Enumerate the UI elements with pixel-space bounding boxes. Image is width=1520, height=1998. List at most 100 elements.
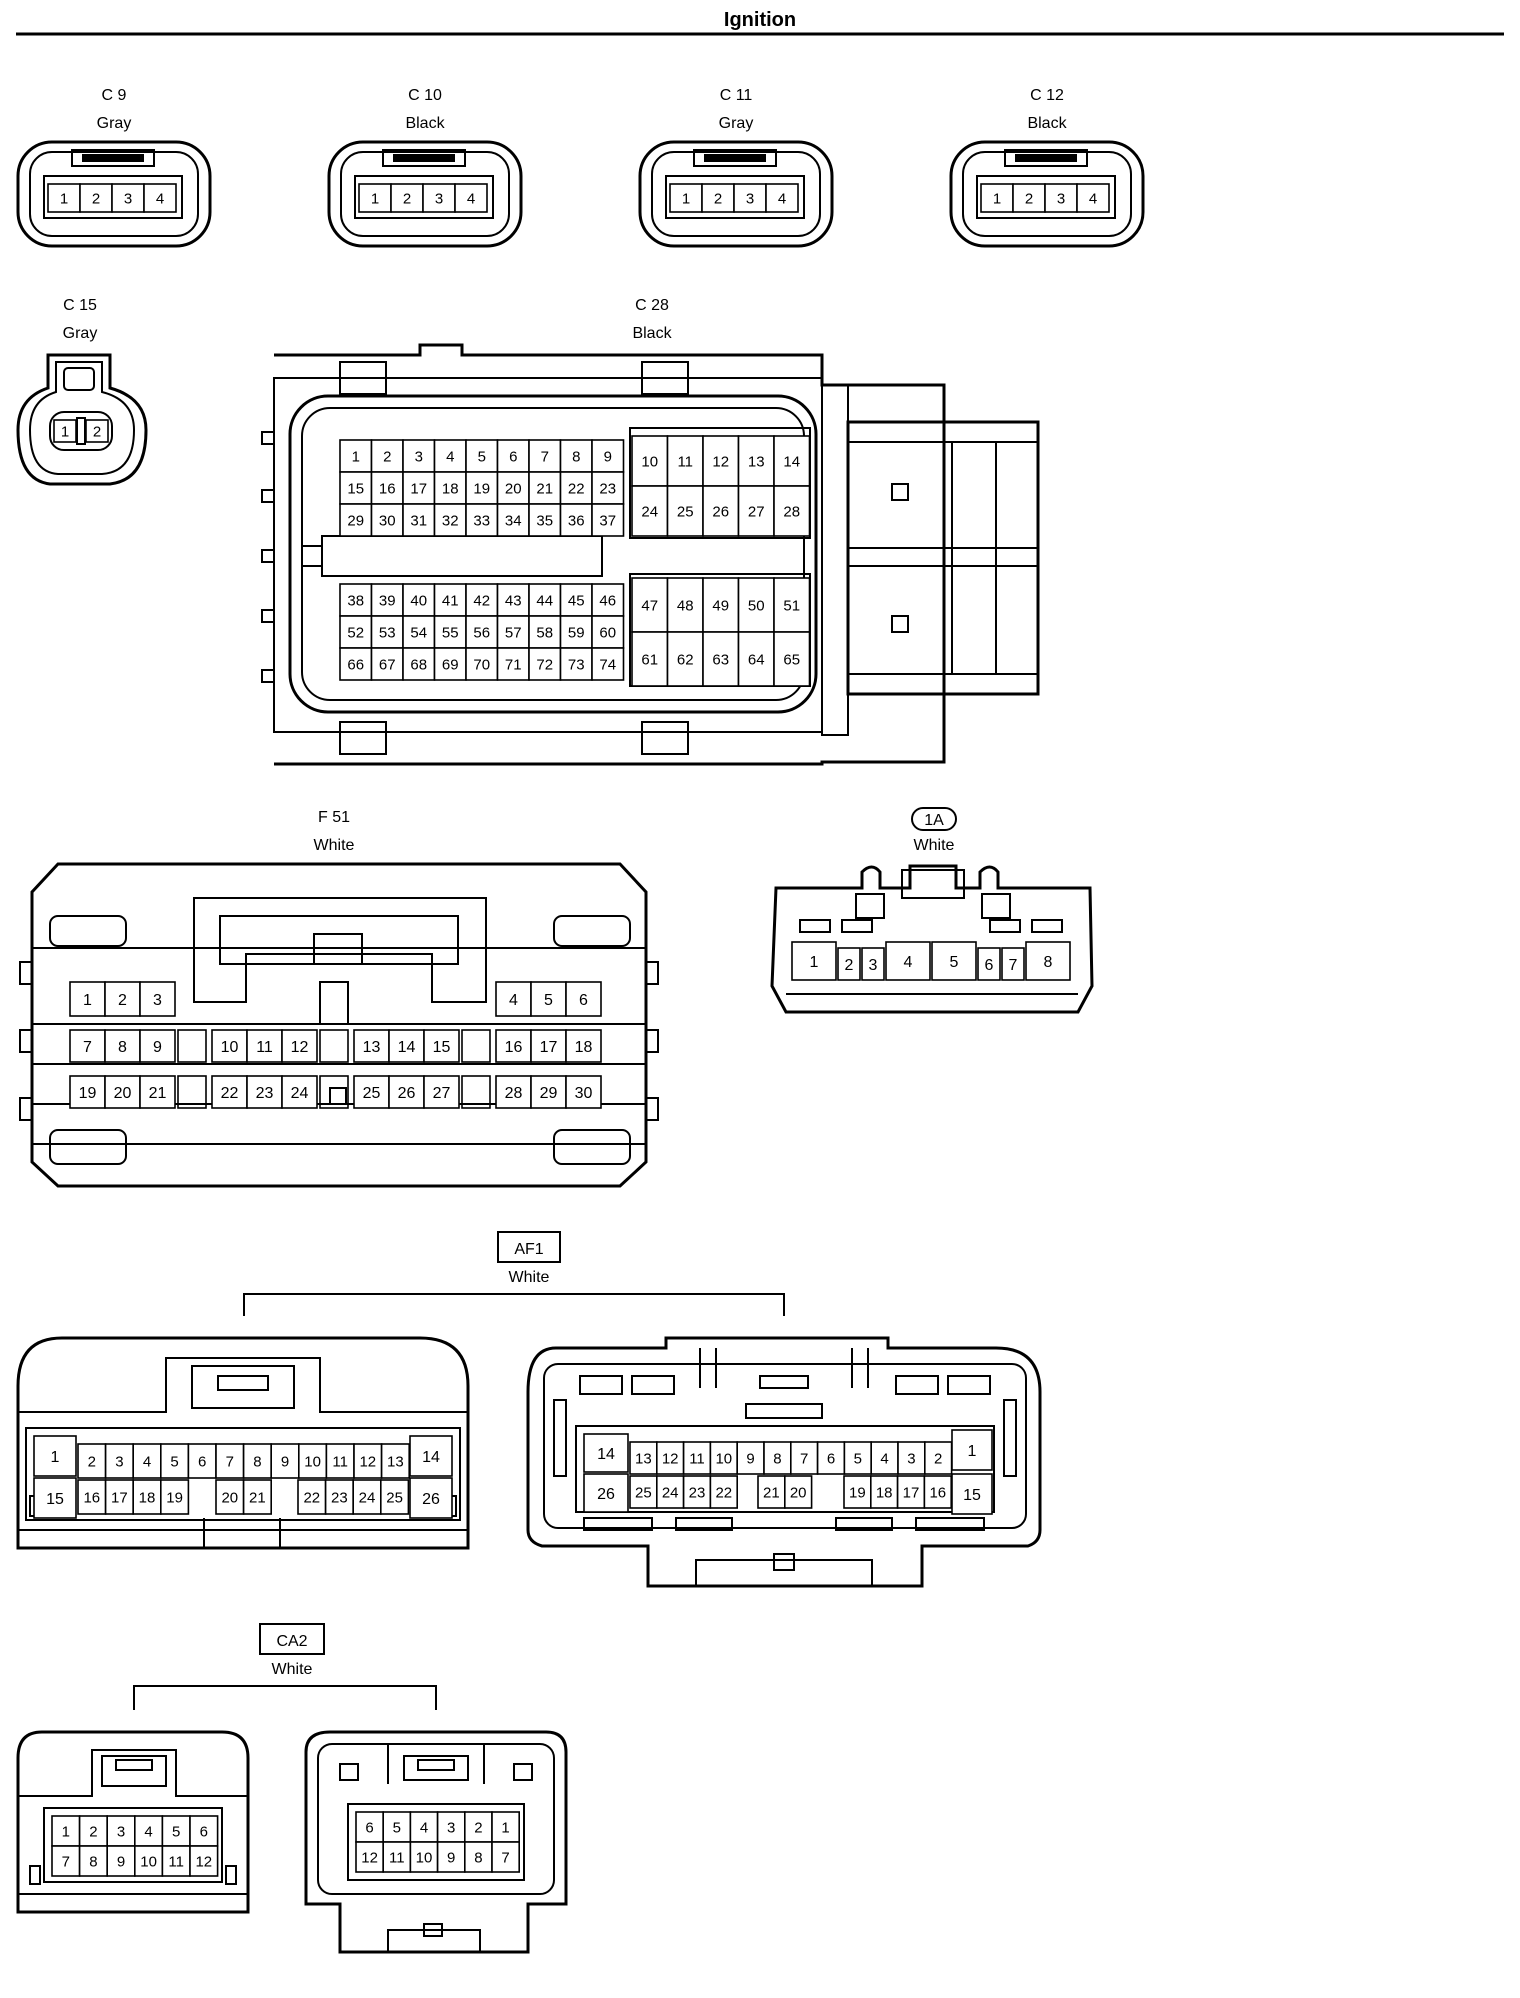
pin-label: 41 xyxy=(442,592,459,609)
pin-label: 16 xyxy=(379,480,396,497)
pin-cell xyxy=(409,1435,453,1477)
pin-3: 3 xyxy=(104,1443,134,1479)
pin-cell xyxy=(591,503,625,537)
c15-code: C 15 xyxy=(63,297,97,314)
pin-cell xyxy=(139,1029,176,1063)
pin-17: 17 xyxy=(530,1029,567,1063)
pin-label: 5 xyxy=(854,1450,862,1467)
pin-cell xyxy=(559,583,593,617)
pin-1: 1 xyxy=(951,1429,993,1471)
pin-cell xyxy=(897,1441,926,1475)
f51-spacer xyxy=(461,1029,491,1063)
pin-label: 27 xyxy=(433,1085,451,1102)
pin-30: 30 xyxy=(370,503,404,537)
pin-4: 4 xyxy=(495,981,532,1017)
pin-cell xyxy=(1012,183,1046,213)
pin-label: 46 xyxy=(599,592,616,609)
pin-label: 1 xyxy=(993,190,1001,207)
pin-6: 6 xyxy=(565,981,602,1017)
pin-label: 38 xyxy=(347,592,364,609)
pin-6: 6 xyxy=(189,1815,219,1847)
pin-24: 24 xyxy=(631,485,669,537)
pin-label: 3 xyxy=(117,1823,125,1840)
pin-10: 10 xyxy=(709,1441,739,1475)
pin-label: 18 xyxy=(139,1489,156,1506)
pin-20: 20 xyxy=(496,471,530,505)
pin-37: 37 xyxy=(591,503,625,537)
pin-label: 27 xyxy=(748,503,765,520)
pin-cell xyxy=(353,1443,383,1479)
pin-label: 13 xyxy=(635,1450,652,1467)
pin-label: 17 xyxy=(111,1489,128,1506)
pin-3: 3 xyxy=(897,1441,926,1475)
pin-label: 20 xyxy=(790,1484,807,1501)
pin-label: 48 xyxy=(677,597,694,614)
pin-label: 4 xyxy=(467,190,475,207)
pin-6: 6 xyxy=(977,947,1001,981)
pin-12: 12 xyxy=(353,1443,383,1479)
pin-label: 53 xyxy=(379,624,396,641)
pin-cell xyxy=(339,647,373,681)
c10-color: Black xyxy=(405,115,445,132)
pin-cell xyxy=(773,577,811,633)
pin-12: 12 xyxy=(189,1845,219,1877)
pin-cell xyxy=(161,1845,191,1877)
pin-68: 68 xyxy=(402,647,436,681)
pin-label: 3 xyxy=(869,957,878,974)
pin-1: 1 xyxy=(980,183,1014,213)
pin-cell xyxy=(242,1443,273,1479)
pin-label: 5 xyxy=(172,1823,180,1840)
pin-13: 13 xyxy=(737,435,775,487)
pin-67: 67 xyxy=(370,647,404,681)
c15-color: Gray xyxy=(63,325,98,342)
pin-cell xyxy=(423,1075,460,1109)
f51-spacer xyxy=(319,1029,349,1063)
pin-3: 3 xyxy=(422,183,456,213)
pin-6: 6 xyxy=(816,1441,846,1475)
pin-5: 5 xyxy=(161,1815,191,1847)
pin-25: 25 xyxy=(379,1479,410,1515)
pin-label: 10 xyxy=(715,1450,732,1467)
pin-label: 29 xyxy=(540,1085,558,1102)
pin-cell xyxy=(591,647,625,681)
pin-label: 37 xyxy=(599,512,616,529)
pin-label: 16 xyxy=(929,1484,946,1501)
pin-cell xyxy=(297,1443,328,1479)
pin-cell xyxy=(666,485,704,537)
pin-12: 12 xyxy=(355,1841,385,1873)
pin-1: 1 xyxy=(491,1811,521,1843)
pin-label: 14 xyxy=(398,1039,416,1056)
pin-13: 13 xyxy=(380,1443,411,1479)
pin-label: 18 xyxy=(575,1039,593,1056)
pin-cell xyxy=(69,981,106,1017)
pin-2: 2 xyxy=(837,947,861,981)
pin-cell xyxy=(682,1475,712,1509)
pin-4: 4 xyxy=(433,439,467,473)
pin-label: 70 xyxy=(473,656,490,673)
pin-label: 5 xyxy=(393,1819,401,1836)
pin-label: 12 xyxy=(291,1039,309,1056)
pin-52: 52 xyxy=(339,615,373,649)
pin-65: 65 xyxy=(773,631,811,687)
af1-code: AF1 xyxy=(514,1241,543,1258)
pin-label: 6 xyxy=(827,1450,835,1467)
pin-label: 71 xyxy=(505,656,522,673)
pin-label: 21 xyxy=(249,1489,266,1506)
pin-18: 18 xyxy=(565,1029,602,1063)
pin-30: 30 xyxy=(565,1075,602,1109)
pin-label: 6 xyxy=(200,1823,208,1840)
pin-label: 1 xyxy=(352,448,360,465)
pin-label: 8 xyxy=(474,1849,482,1866)
pin-label: 45 xyxy=(568,592,585,609)
pin-10: 10 xyxy=(409,1841,439,1873)
pin-label: 26 xyxy=(422,1491,440,1508)
